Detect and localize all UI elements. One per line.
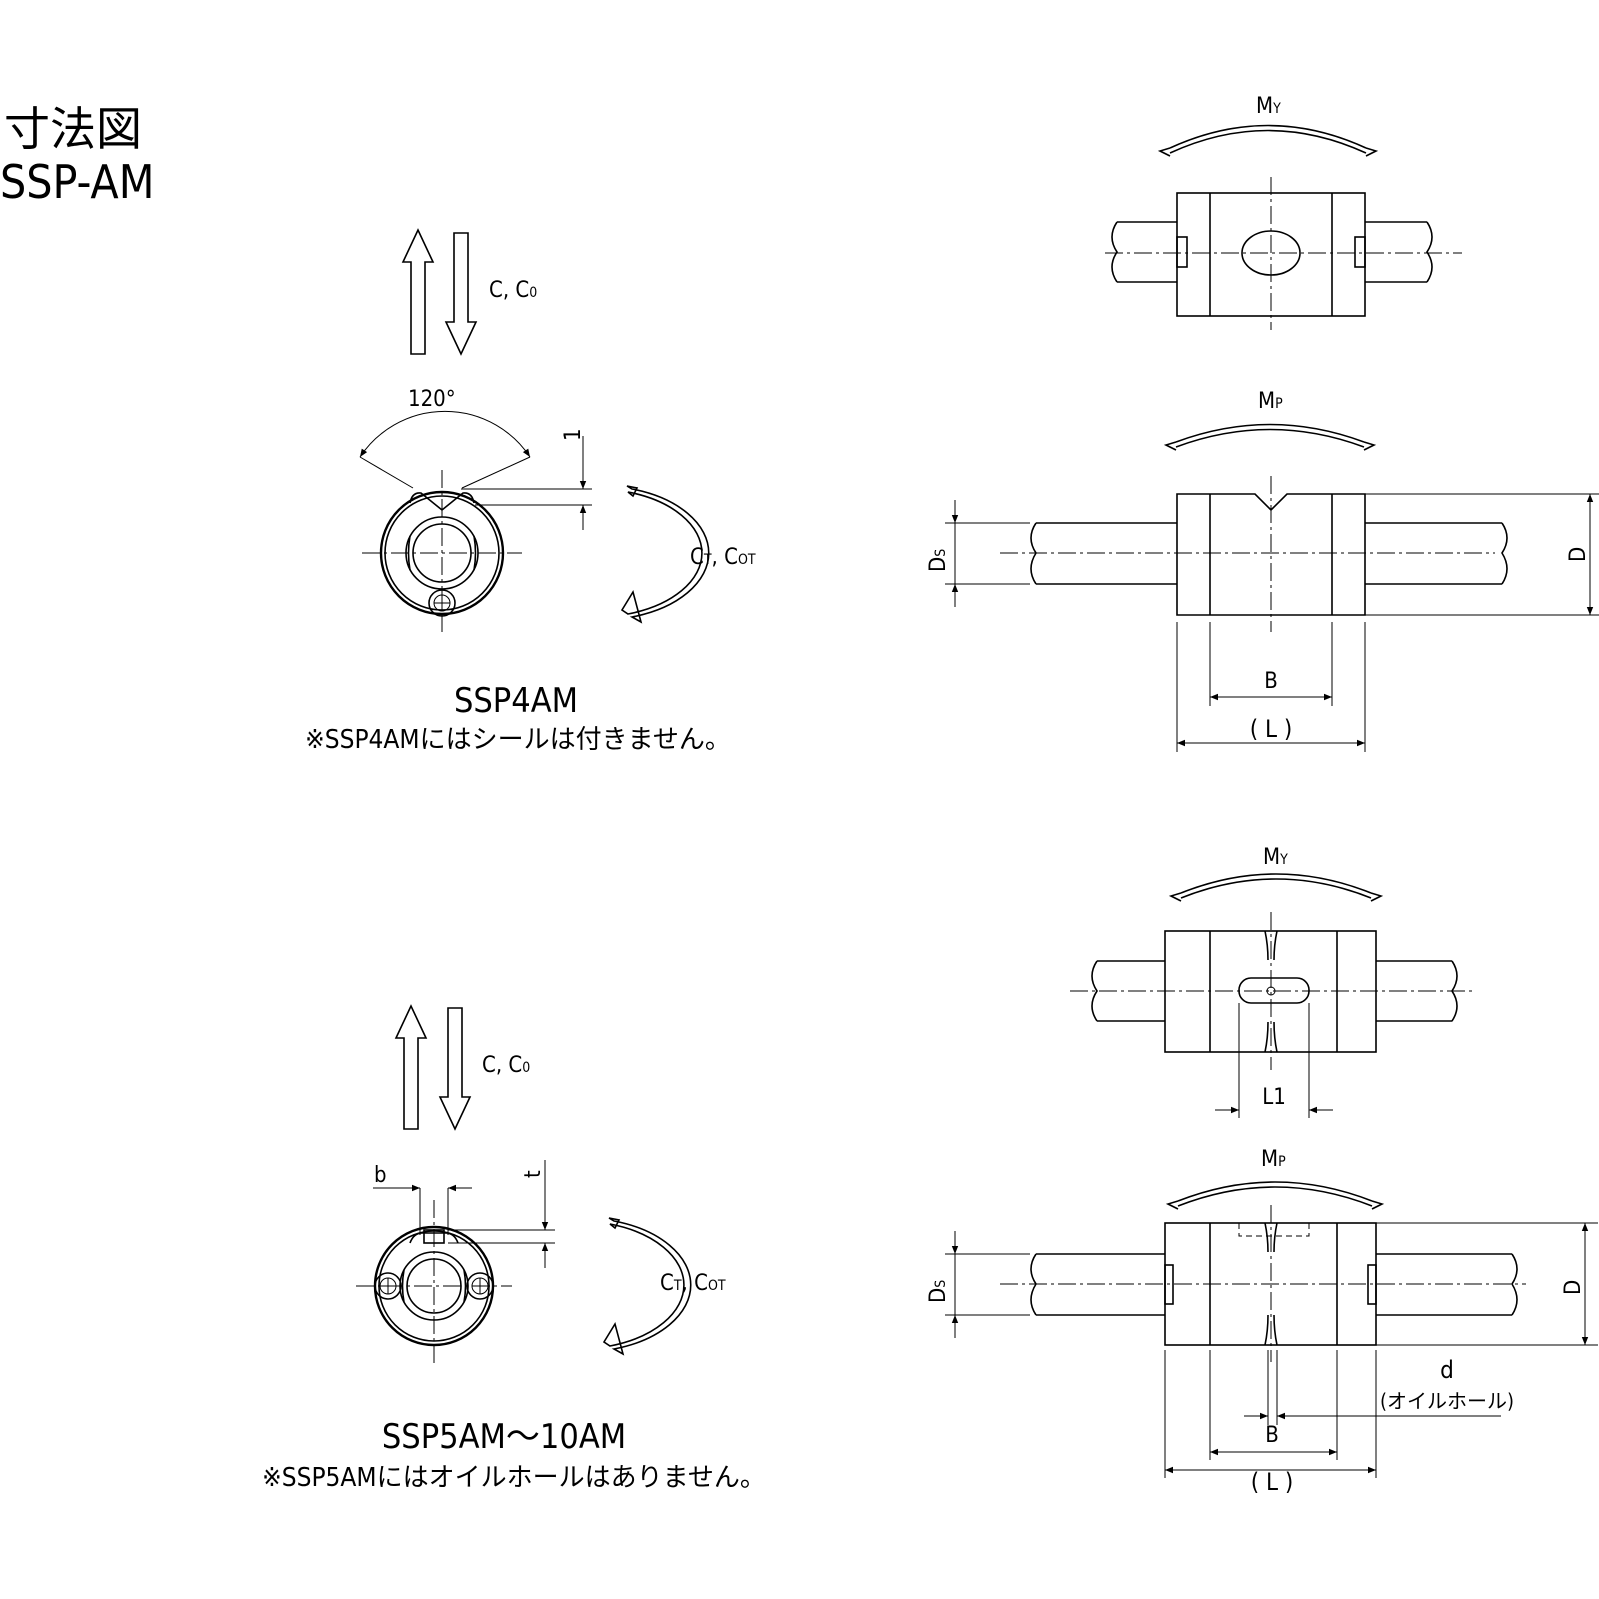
oil-slot-hidden (1238, 1223, 1310, 1237)
shaft-left (1111, 221, 1177, 283)
bore-groove-right (473, 535, 477, 571)
ds-label: DS (926, 1280, 951, 1303)
ssp4am-side-view: MP DS D B ( L ) (926, 389, 1599, 752)
b-label: B (1264, 669, 1278, 694)
angle-arc (359, 410, 531, 458)
shaft-right (1376, 1253, 1518, 1316)
d-label: D (1561, 1280, 1586, 1295)
gap-label: 1 (561, 428, 586, 441)
ssp5am-side-view: MP DS D d (オイルホール) B ( L ) (926, 1147, 1598, 1496)
shaft-right (1365, 221, 1433, 283)
ds-label: DS (926, 549, 951, 572)
load-arrow-up (401, 228, 435, 355)
moment-mp-arc-inner (1175, 423, 1365, 443)
model-name: SSP5AM～10AM (382, 1417, 626, 1457)
body-side (1176, 493, 1366, 616)
angle-label: 120° (408, 387, 456, 412)
oil-hole-label: (オイルホール) (1380, 1389, 1514, 1413)
torque-arrow (602, 1217, 692, 1356)
moment-my-heads (1168, 892, 1384, 902)
seal-slot-right (1354, 236, 1366, 268)
shaft-right (1365, 522, 1508, 585)
load-label: C, C0 (489, 278, 537, 303)
torque-label: CT, COT (660, 1271, 726, 1296)
shaft-right (1376, 960, 1458, 1022)
b-small-label: b (374, 1163, 387, 1188)
moment-my-arc-outer (1169, 129, 1367, 154)
moment-mp-label: MP (1261, 1147, 1286, 1172)
load-arrow-down (438, 1007, 472, 1131)
drawing-title: 寸法図 SSP-AM (0, 102, 154, 209)
ssp5am-top-view: MY L1 (1070, 845, 1474, 1118)
ssp4am-front-view: C, C0 120° 1 CT, COT SSP4AM ※SSP4AMにはシール… (305, 228, 756, 755)
moment-mp-arc-inner (1177, 1181, 1373, 1202)
shaft-left (1091, 960, 1165, 1022)
moment-my-label: MY (1256, 94, 1281, 119)
title-line1: 寸法図 (4, 102, 142, 156)
seal-left (1164, 1264, 1174, 1305)
ssp5am-front-view: C, C0 b t CT, COT SSP5AM～10AM (262, 1004, 766, 1493)
l-label: ( L ) (1251, 1468, 1294, 1496)
title-line2: SSP-AM (0, 155, 154, 209)
seal-slot-left (1176, 236, 1188, 268)
angle-leg-left (359, 456, 414, 489)
center-groove (1264, 930, 1278, 1053)
load-arrow-down (444, 232, 478, 356)
t-label: t (521, 1170, 546, 1178)
ssp4am-top-view: MY (1105, 94, 1462, 330)
l-label: ( L ) (1250, 715, 1293, 743)
oil-hole-d-label: d (1440, 1356, 1454, 1384)
d-label: D (1566, 547, 1591, 562)
model-name: SSP4AM (454, 681, 578, 721)
model-note: ※SSP5AMにはオイルホールはありません。 (262, 1463, 766, 1493)
center-groove (1264, 1222, 1278, 1346)
load-arrow-up (394, 1004, 428, 1130)
model-note: ※SSP4AMにはシールは付きません。 (305, 725, 731, 755)
l1-label: L1 (1262, 1085, 1286, 1110)
moment-my-arc-inner (1180, 873, 1372, 894)
b-label: B (1265, 1423, 1279, 1448)
moment-mp-arc-outer (1177, 1186, 1373, 1207)
angle-leg-right (461, 456, 531, 489)
moment-mp-heads (1163, 441, 1377, 451)
moment-my-arc-inner (1169, 124, 1367, 149)
seal-right (1367, 1264, 1377, 1305)
torque-arrow (620, 485, 710, 624)
moment-mp-arc-outer (1175, 428, 1365, 448)
moment-my-label: MY (1263, 845, 1288, 870)
moment-mp-heads (1165, 1200, 1385, 1210)
load-label: C, C0 (482, 1053, 530, 1078)
moment-my-heads (1157, 147, 1379, 157)
moment-my-arc-outer (1180, 878, 1372, 899)
torque-label: CT, COT (690, 545, 756, 570)
moment-mp-label: MP (1258, 389, 1283, 414)
